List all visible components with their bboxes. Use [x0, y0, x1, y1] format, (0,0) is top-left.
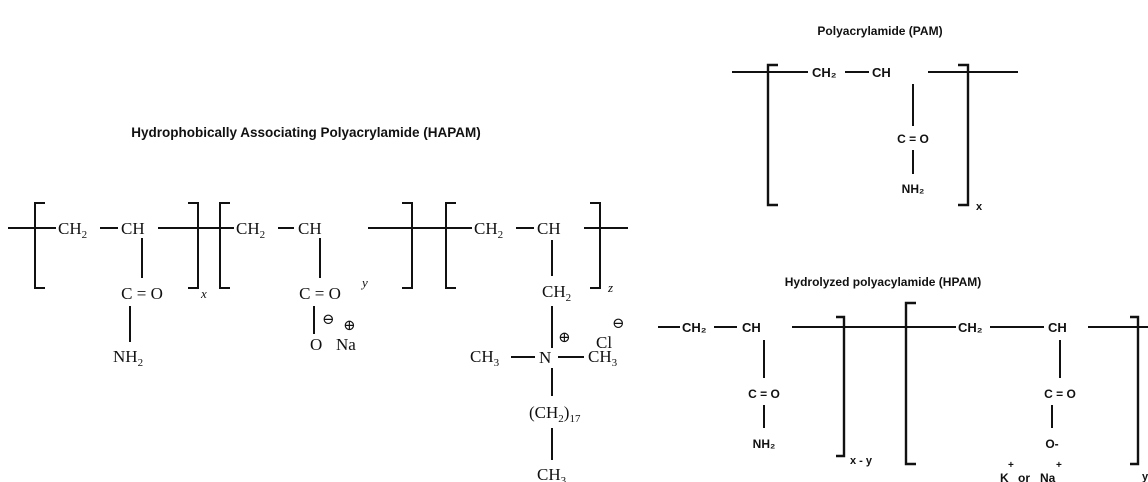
hpam-sodium: Na — [1040, 471, 1056, 482]
hapam-mask-y — [234, 216, 368, 240]
hapam-z-ch2-side: CH2 — [542, 282, 571, 304]
hapam-y-minus: ⊖ — [322, 312, 335, 328]
hpam-ch-1: CH — [742, 320, 761, 335]
hapam-x-carbonyl: C = O — [121, 284, 163, 303]
hapam-x-nh2: NH2 — [113, 347, 143, 369]
hpam-carbonyl-1: C = O — [748, 387, 780, 401]
hapam-bracket-z-right — [590, 202, 601, 289]
hapam-bracket-y-left — [219, 202, 230, 289]
hapam-z-methyl-left: CH3 — [470, 347, 500, 369]
pam-left-bracket — [766, 63, 778, 207]
hapam-bracket-x-right — [188, 202, 199, 289]
hpam-k-plus: + — [1008, 460, 1014, 471]
hapam-y-sodium: Na — [336, 335, 356, 354]
hpam-subscript-xy: x - y — [850, 455, 873, 467]
hapam-z-chloride: Cl — [596, 333, 612, 352]
pam-title: Polyacrylamide (PAM) — [817, 24, 942, 38]
hpam-structure: Hydrolyzed polyacylamide (HPAM) CH₂ CH C… — [658, 275, 1148, 482]
hpam-ch2-1: CH₂ — [682, 320, 707, 335]
hpam-potassium: K — [1000, 471, 1009, 482]
hapam-x-ch: CH — [121, 219, 145, 238]
hpam-carbonyl-2: C = O — [1044, 387, 1076, 401]
hapam-y-plus: ⊕ — [343, 318, 356, 334]
hapam-z-ch2: CH2 — [474, 219, 503, 241]
hapam-bracket-y-right — [402, 202, 413, 289]
hapam-x-ch2: CH2 — [58, 219, 87, 241]
hapam-y-carbonyl: C = O — [299, 284, 341, 303]
pam-carbonyl: C = O — [897, 132, 929, 146]
hapam-z-nplus: ⊕ — [558, 330, 571, 346]
hpam-nh2: NH₂ — [753, 437, 776, 451]
hapam-subscript-x: x — [200, 286, 207, 301]
hapam-y-ch: CH — [298, 219, 322, 238]
hapam-z-nitrogen: N — [539, 348, 551, 367]
hapam-subscript-z: z — [607, 280, 613, 295]
hapam-y-oxygen: O — [310, 335, 322, 354]
hpam-or: or — [1018, 471, 1030, 482]
hapam-z-cl-minus: ⊖ — [612, 316, 625, 332]
hpam-ch2-2: CH₂ — [958, 320, 983, 335]
hpam-subscript-y: y — [1142, 471, 1148, 482]
hapam-z-alkyl-chain: (CH2)17 — [529, 403, 581, 425]
hapam-z-ch: CH — [537, 219, 561, 238]
hpam-bracket-y-right — [1130, 315, 1140, 466]
pam-structure: Polyacrylamide (PAM) CH₂ CH C = O NH₂ x — [732, 24, 1018, 213]
hapam-title: Hydrophobically Associating Polyacrylami… — [131, 125, 481, 140]
hpam-na-plus: + — [1056, 460, 1062, 471]
pam-subscript-x: x — [976, 201, 983, 213]
hapam-z-methyl-right: CH3 — [588, 347, 618, 369]
hapam-bracket-x-left — [34, 202, 45, 289]
pam-right-bracket — [958, 63, 970, 207]
hpam-oxide: O- — [1045, 437, 1058, 451]
hpam-bracket-xy-right — [836, 315, 846, 458]
hapam-y-ch2: CH2 — [236, 219, 265, 241]
pam-nh2: NH₂ — [902, 182, 925, 196]
hapam-structure: Hydrophobically Associating Polyacrylami… — [8, 125, 628, 482]
hpam-bracket-y-left — [904, 301, 916, 466]
pam-ch: CH — [872, 65, 891, 80]
hpam-title: Hydrolyzed polyacylamide (HPAM) — [785, 275, 982, 289]
hapam-subscript-y: y — [360, 275, 368, 290]
hapam-z-terminal-methyl: CH3 — [537, 465, 567, 482]
hapam-bracket-z-left — [445, 202, 456, 289]
pam-ch2: CH₂ — [812, 65, 837, 80]
hpam-ch-2: CH — [1048, 320, 1067, 335]
